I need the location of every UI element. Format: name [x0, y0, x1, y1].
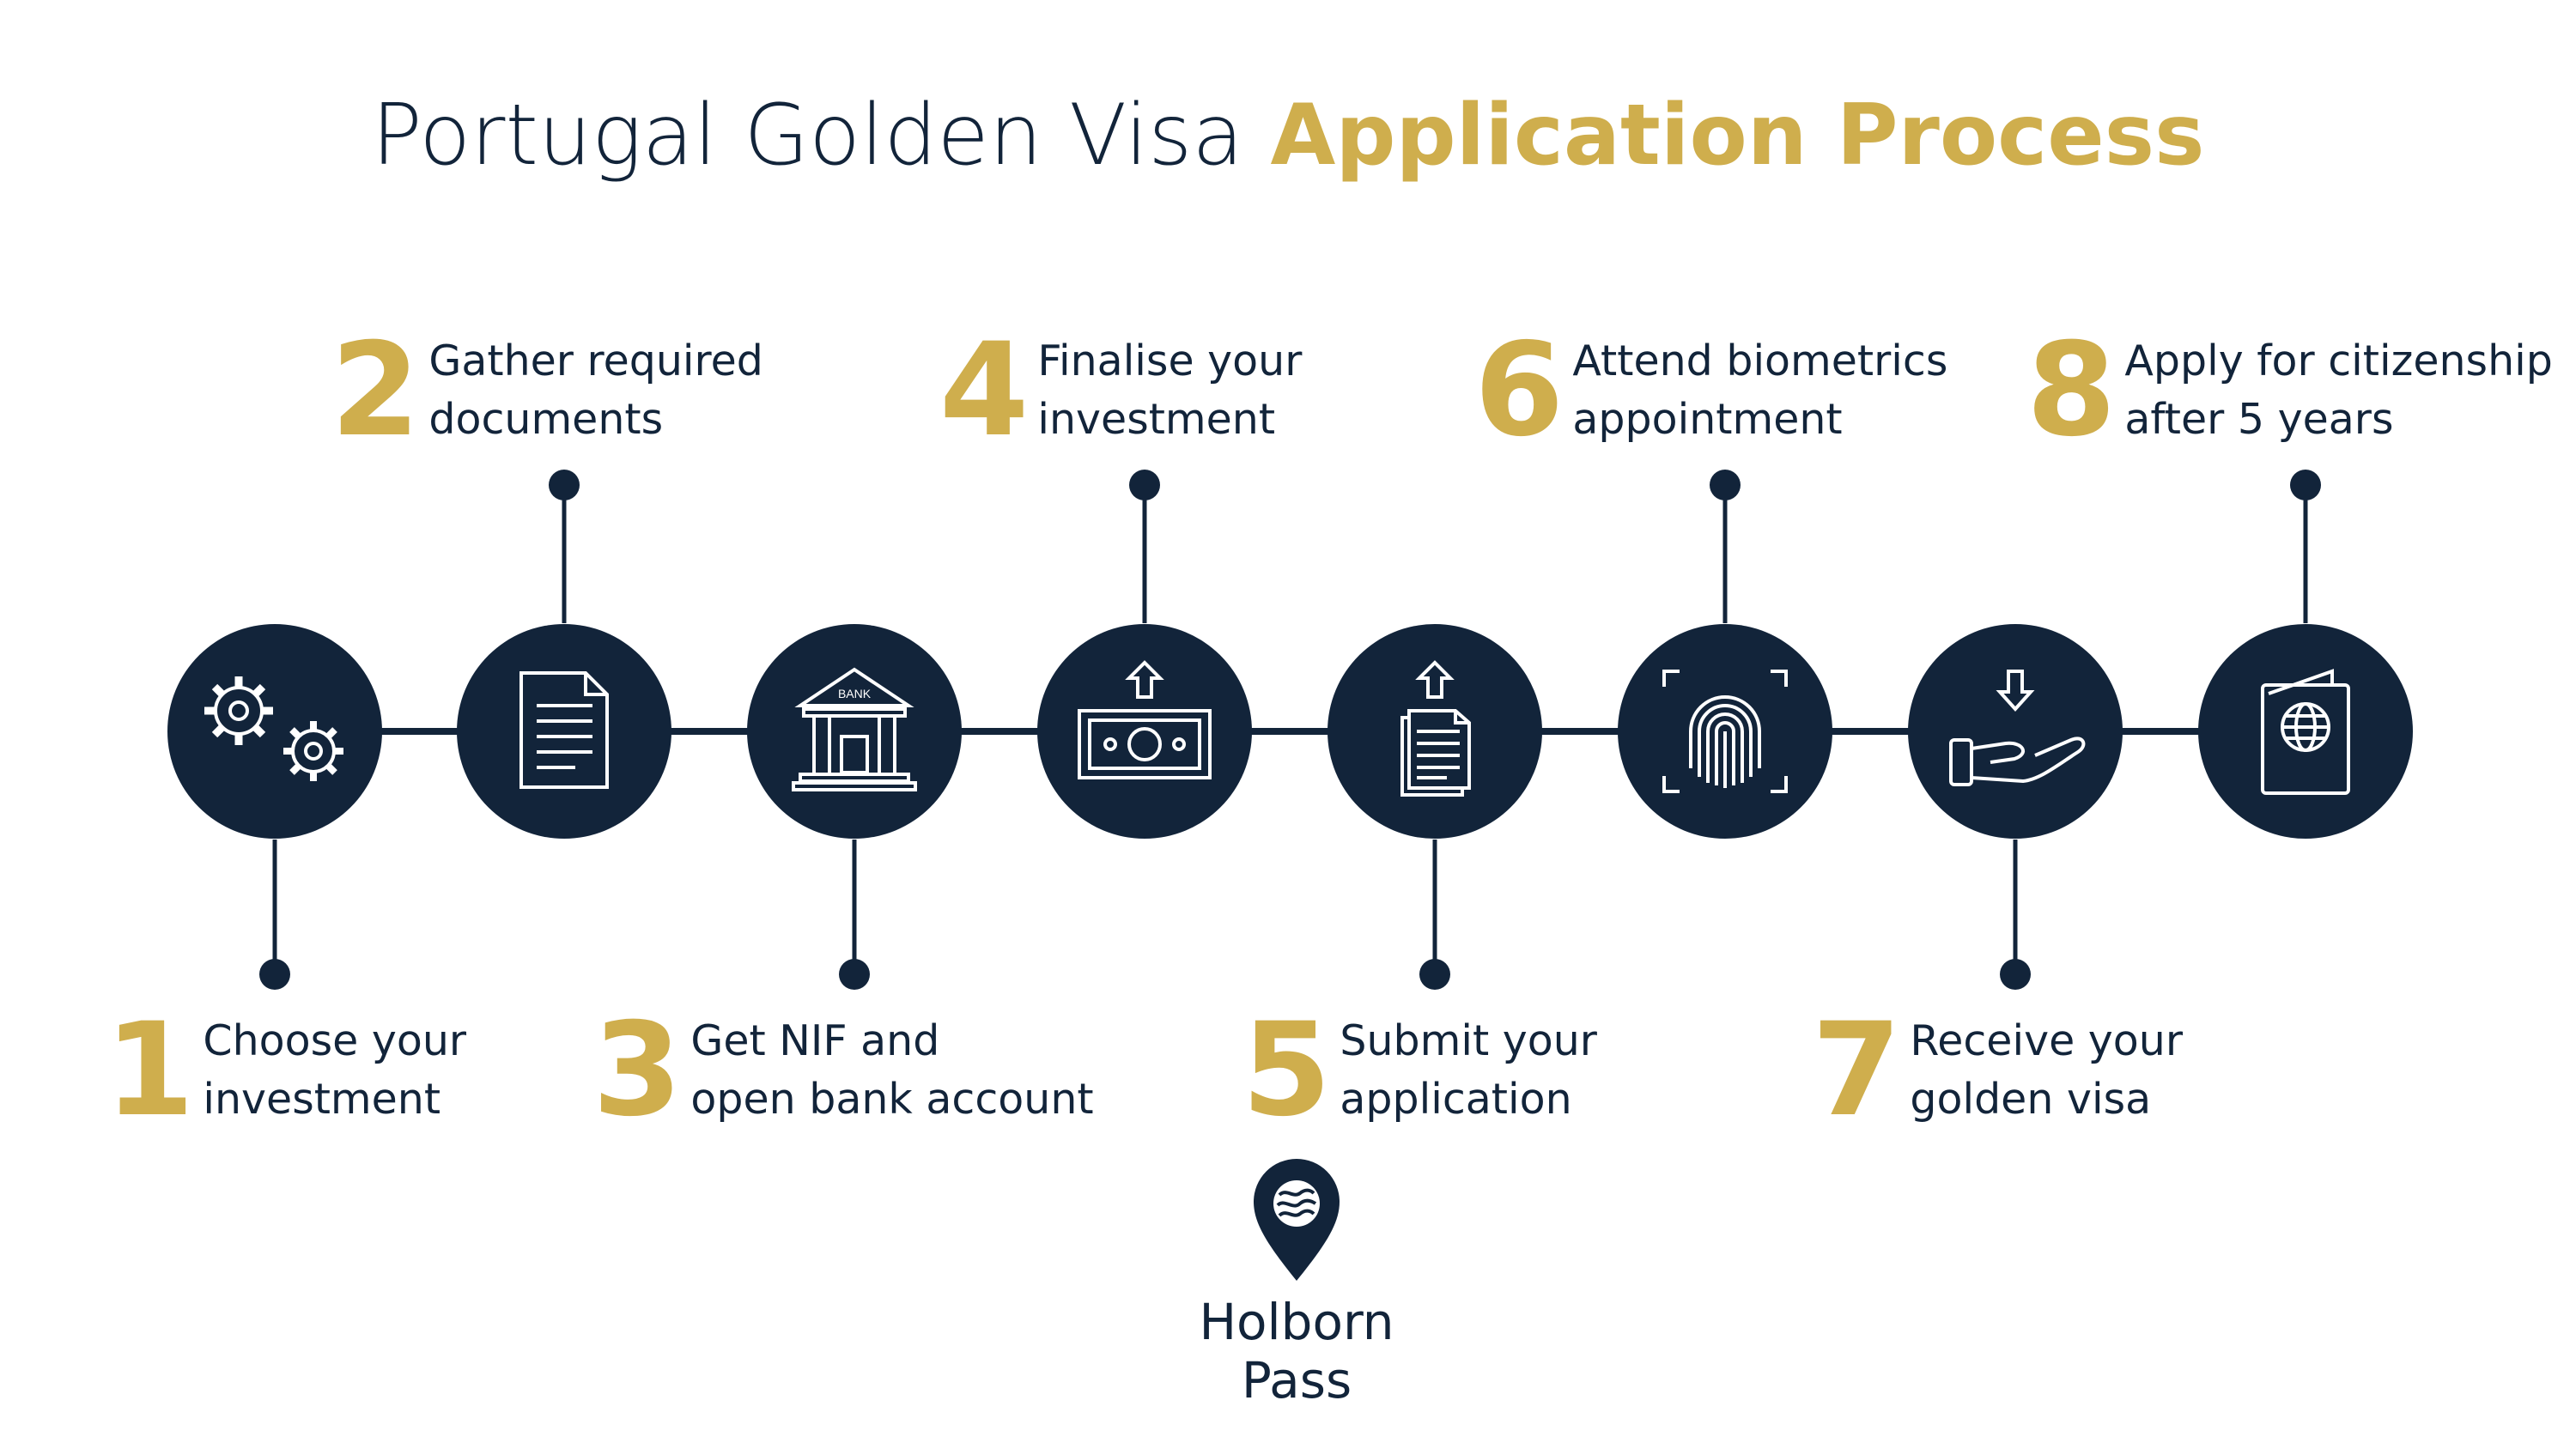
receive-hand-icon — [1949, 670, 2086, 786]
dot-2 — [549, 470, 580, 500]
step-label-5: 5 Submit your application — [1242, 1006, 1597, 1135]
step-number: 4 — [939, 316, 1030, 465]
step-title-line: investment — [1037, 395, 1276, 444]
step-number: 2 — [331, 316, 421, 465]
step-number: 3 — [592, 996, 683, 1145]
step-title-line: open bank account — [690, 1075, 1094, 1124]
brand-logo: Holborn Pass — [1125, 1288, 1468, 1410]
location-pin-icon — [1254, 1159, 1340, 1281]
submit-documents-icon — [1400, 660, 1471, 797]
step-label-2: 2 Gather required documents — [331, 326, 763, 455]
step-circles — [167, 624, 2413, 839]
step-title-line: golden visa — [1910, 1075, 2152, 1124]
gears-icon — [204, 676, 343, 781]
step-number: 7 — [1812, 996, 1902, 1145]
step-title-line: Attend biometrics — [1572, 336, 1948, 385]
step-circle-3 — [747, 624, 962, 839]
step-circle-1 — [167, 624, 382, 839]
dot-1 — [259, 959, 290, 990]
step-title-line: application — [1340, 1075, 1572, 1124]
step-circle-4 — [1037, 624, 1252, 839]
step-title-line: appointment — [1572, 395, 1843, 444]
connectors — [272, 485, 2308, 974]
step-label-4: 4 Finalise your investment — [939, 326, 1302, 455]
step-circle-7 — [1908, 624, 2123, 839]
step-title-line: after 5 years — [2124, 395, 2394, 444]
brand-name-line1: Holborn — [1199, 1293, 1394, 1351]
dot-5 — [1419, 959, 1450, 990]
step-title-line: documents — [428, 395, 664, 444]
bank-icon: BANK — [792, 667, 917, 791]
step-label-1: 1 Choose your investment — [105, 1006, 466, 1135]
step-number: 1 — [105, 996, 195, 1145]
step-circle-8 — [2198, 624, 2413, 839]
money-upload-icon — [1078, 660, 1212, 779]
step-title-line: Submit your — [1340, 1016, 1597, 1065]
step-label-7: 7 Receive your golden visa — [1812, 1006, 2183, 1135]
document-icon — [519, 671, 609, 789]
step-label-3: 3 Get NIF and open bank account — [592, 1006, 1094, 1135]
step-number: 6 — [1474, 316, 1564, 465]
fingerprint-icon — [1662, 670, 1788, 793]
bank-icon-text: BANK — [838, 687, 872, 700]
step-circle-2 — [457, 624, 671, 839]
connector-dots — [259, 470, 2321, 990]
step-title-line: Apply for citizenship — [2124, 336, 2553, 385]
passport-icon — [2261, 669, 2350, 795]
step-title-line: investment — [203, 1075, 441, 1124]
step-label-6: 6 Attend biometrics appointment — [1474, 326, 1947, 455]
step-number: 8 — [2026, 316, 2117, 465]
step-number: 5 — [1242, 996, 1332, 1145]
title-highlight: Application Process — [1270, 87, 2205, 185]
step-title-line: Finalise your — [1037, 336, 1303, 385]
step-title-line: Gather required — [428, 336, 763, 385]
dot-8 — [2290, 470, 2321, 500]
dot-4 — [1129, 470, 1160, 500]
dot-7 — [2000, 959, 2031, 990]
page-title: Portugal Golden Visa Application Process — [0, 86, 2576, 187]
step-label-8: 8 Apply for citizenship after 5 years — [2026, 326, 2553, 455]
title-main: Portugal Golden Visa — [371, 87, 1271, 185]
step-title-line: Get NIF and — [690, 1016, 940, 1065]
brand-name-line2: Pass — [1241, 1351, 1352, 1410]
dot-6 — [1710, 470, 1741, 500]
step-title-line: Choose your — [203, 1016, 467, 1065]
dot-3 — [839, 959, 870, 990]
step-title-line: Receive your — [1910, 1016, 2183, 1065]
